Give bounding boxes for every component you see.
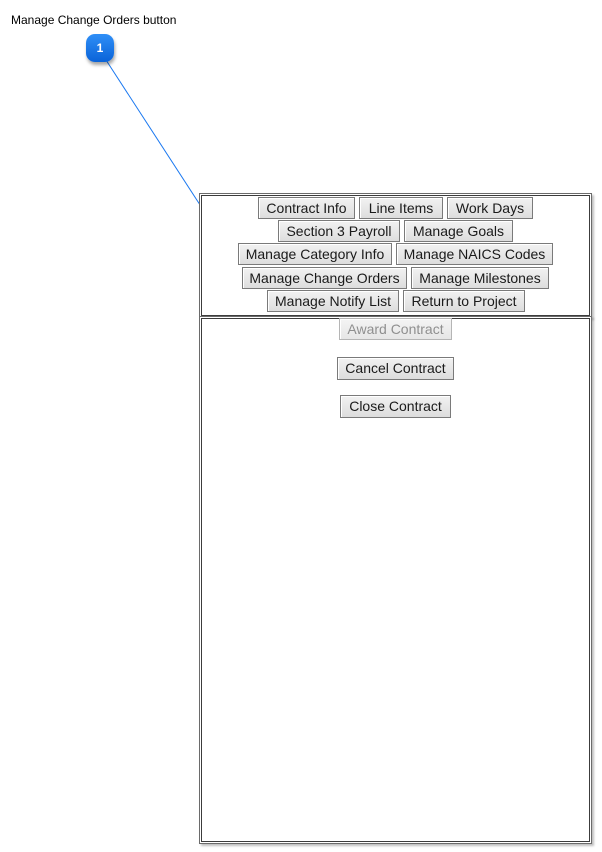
contract-info-button[interactable]: Contract Info bbox=[258, 197, 355, 219]
manage-naics-codes-button[interactable]: Manage NAICS Codes bbox=[396, 243, 553, 265]
callout-badge: 1 bbox=[86, 34, 114, 62]
cancel-contract-button[interactable]: Cancel Contract bbox=[337, 357, 454, 380]
manage-notify-list-button[interactable]: Manage Notify List bbox=[267, 290, 399, 312]
contract-nav-panel-inner bbox=[201, 195, 590, 316]
callout-caption: Manage Change Orders button bbox=[11, 13, 177, 27]
section-3-payroll-button[interactable]: Section 3 Payroll bbox=[278, 220, 400, 242]
line-items-button[interactable]: Line Items bbox=[359, 197, 443, 219]
return-to-project-button[interactable]: Return to Project bbox=[403, 290, 525, 312]
manage-milestones-button[interactable]: Manage Milestones bbox=[411, 267, 549, 289]
manage-category-info-button[interactable]: Manage Category Info bbox=[238, 243, 392, 265]
work-days-button[interactable]: Work Days bbox=[447, 197, 533, 219]
award-contract-button[interactable]: Award Contract bbox=[339, 318, 452, 340]
manage-goals-button[interactable]: Manage Goals bbox=[404, 220, 513, 242]
manage-change-orders-button[interactable]: Manage Change Orders bbox=[242, 267, 407, 289]
close-contract-button[interactable]: Close Contract bbox=[340, 395, 451, 418]
